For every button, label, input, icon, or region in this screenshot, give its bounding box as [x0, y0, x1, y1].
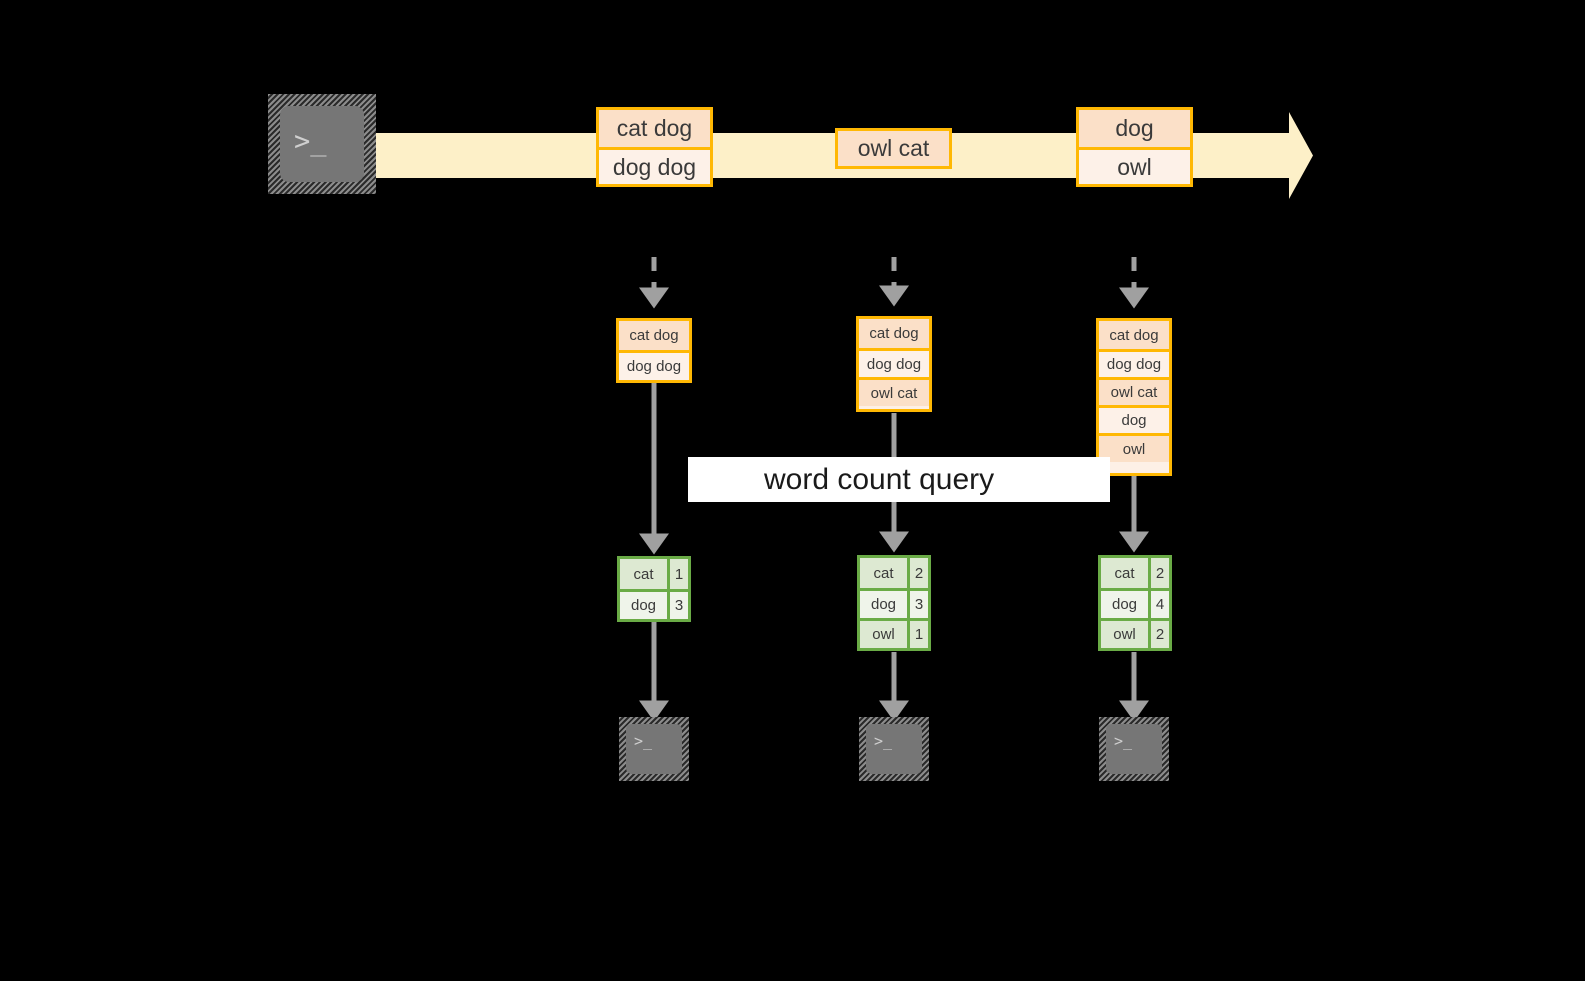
sink-terminal-prompt-glyph: >_	[634, 732, 653, 750]
result-word: dog	[860, 591, 907, 618]
table-row[interactable]: cat 2	[1101, 558, 1169, 588]
table-row[interactable]: cat 1	[620, 559, 688, 589]
stream-record[interactable]: dog dog	[599, 147, 710, 184]
result-word: cat	[860, 558, 907, 588]
stack-record[interactable]: owl cat	[859, 377, 929, 406]
stack-record[interactable]: dog dog	[1099, 349, 1169, 377]
stack-record[interactable]: dog dog	[859, 348, 929, 377]
snapshot-2-sink-terminal-icon[interactable]: >_	[859, 717, 929, 781]
snapshot-3-record-stack[interactable]: cat dog dog dog owl cat dog owl	[1096, 318, 1172, 476]
result-count: 2	[1148, 621, 1169, 648]
snapshot-2-result-table[interactable]: cat 2 dog 3 owl 1	[857, 555, 931, 651]
stream-group-2[interactable]: owl cat	[835, 128, 952, 169]
result-word: dog	[1101, 591, 1148, 618]
result-count: 4	[1148, 591, 1169, 618]
stream-group-1[interactable]: cat dog dog dog	[596, 107, 713, 187]
stream-record[interactable]: cat dog	[599, 110, 710, 147]
table-row[interactable]: dog 4	[1101, 588, 1169, 618]
result-word: cat	[620, 559, 667, 589]
table-row[interactable]: cat 2	[860, 558, 928, 588]
source-terminal-body: >_	[280, 106, 364, 182]
snapshot-1-sink-terminal-icon[interactable]: >_	[619, 717, 689, 781]
result-count: 2	[1148, 558, 1169, 588]
table-row[interactable]: dog 3	[620, 589, 688, 619]
sink-terminal-body: >_	[1106, 724, 1162, 774]
sink-terminal-body: >_	[626, 724, 682, 774]
result-word: cat	[1101, 558, 1148, 588]
table-row[interactable]: owl 1	[860, 618, 928, 648]
snapshot-2-record-stack[interactable]: cat dog dog dog owl cat	[856, 316, 932, 412]
snapshot-1-result-table[interactable]: cat 1 dog 3	[617, 556, 691, 622]
stack-record[interactable]: dog dog	[619, 350, 689, 380]
snapshot-3-sink-terminal-icon[interactable]: >_	[1099, 717, 1169, 781]
stream-record[interactable]: owl	[1079, 147, 1190, 184]
stack-record[interactable]: owl	[1099, 433, 1169, 462]
result-count: 1	[907, 621, 928, 648]
source-terminal-prompt-glyph: >_	[294, 126, 327, 157]
snapshot-3-result-table[interactable]: cat 2 dog 4 owl 2	[1098, 555, 1172, 651]
snapshot-1-record-stack[interactable]: cat dog dog dog	[616, 318, 692, 383]
result-word: owl	[860, 621, 907, 648]
stream-group-3[interactable]: dog owl	[1076, 107, 1193, 187]
result-count: 3	[667, 592, 688, 619]
stack-record[interactable]: cat dog	[859, 319, 929, 348]
table-row[interactable]: owl 2	[1101, 618, 1169, 648]
stack-record[interactable]: dog	[1099, 405, 1169, 433]
stream-record[interactable]: dog	[1079, 110, 1190, 147]
result-word: dog	[620, 592, 667, 619]
sink-terminal-body: >_	[866, 724, 922, 774]
sink-terminal-prompt-glyph: >_	[1114, 732, 1133, 750]
stack-record[interactable]: owl cat	[1099, 377, 1169, 405]
query-banner: word count query	[688, 457, 1110, 502]
source-terminal-icon[interactable]: >_	[268, 94, 376, 194]
table-row[interactable]: dog 3	[860, 588, 928, 618]
result-word: owl	[1101, 621, 1148, 648]
result-count: 1	[667, 559, 688, 589]
stack-record[interactable]: cat dog	[1099, 321, 1169, 349]
query-banner-label: word count query	[764, 462, 995, 496]
result-count: 2	[907, 558, 928, 588]
result-count: 3	[907, 591, 928, 618]
stream-record[interactable]: owl cat	[838, 131, 949, 166]
stack-record[interactable]: cat dog	[619, 321, 689, 350]
sink-terminal-prompt-glyph: >_	[874, 732, 893, 750]
